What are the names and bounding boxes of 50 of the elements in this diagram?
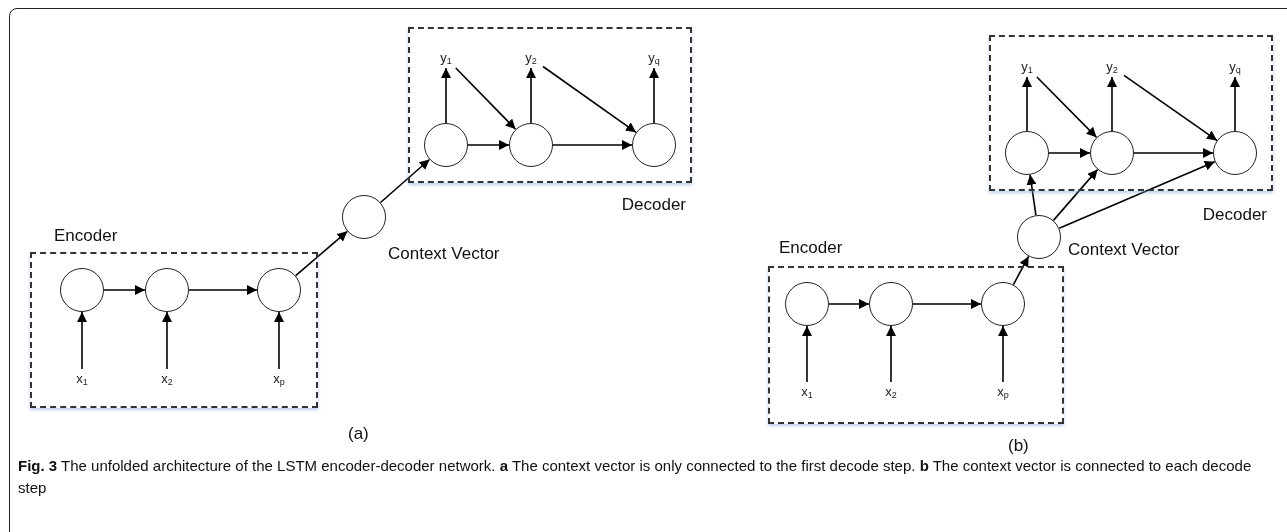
variable-label: x$_{2}$: [885, 384, 897, 400]
variable-label: y$_{1}$: [1021, 59, 1033, 75]
arrow: [274, 311, 284, 370]
group-label: Encoder: [54, 226, 118, 246]
arrow: [162, 311, 172, 370]
arrow: [649, 67, 659, 124]
arrow: [886, 325, 896, 383]
variable-label: x$_{1}$: [76, 371, 88, 387]
figure-caption: Fig. 3 The unfolded architecture of the LSTM encoder-decoder network. a The context vector is only connected to the first decode step. b The context vector is connected to each decode step: [18, 456, 1253, 498]
arrow: [912, 299, 982, 309]
variable-label: x$_{p}$: [997, 384, 1009, 400]
variable-label: y$_{2}$: [1106, 59, 1118, 75]
arrow: [77, 311, 87, 370]
variable-label: y$_{1}$: [440, 50, 452, 66]
arrow: [828, 299, 870, 309]
group-label: Encoder: [779, 238, 843, 258]
arrow: [1052, 168, 1099, 222]
arrow: [552, 140, 633, 150]
arrow: [1048, 148, 1091, 158]
arrow: [294, 230, 349, 277]
panel-label: (a): [348, 424, 369, 444]
arrow: [1012, 255, 1030, 286]
variable-label: x$_{1}$: [801, 384, 813, 400]
arrow: [998, 325, 1008, 383]
arrow: [1022, 76, 1032, 132]
arrow: [188, 285, 258, 295]
arrow: [802, 325, 812, 383]
variable-label: x$_{2}$: [161, 371, 173, 387]
variable-label: x$_{p}$: [273, 371, 285, 387]
arrow: [1123, 74, 1218, 142]
arrow: [467, 140, 510, 150]
node-caption: Context Vector: [388, 244, 500, 264]
arrow: [1230, 76, 1240, 132]
variable-label: y$_{2}$: [525, 50, 537, 66]
group-label: Decoder: [621, 195, 686, 215]
arrow: [1026, 174, 1037, 216]
variable-label: y$_{q}$: [1229, 59, 1241, 75]
arrow: [526, 67, 536, 124]
group-label: Decoder: [1202, 205, 1267, 225]
node-caption: Context Vector: [1068, 240, 1180, 260]
arrow: [1133, 148, 1214, 158]
panel-label: (b): [1008, 436, 1029, 456]
arrow: [542, 65, 637, 134]
arrow: [441, 67, 451, 124]
arrow: [454, 67, 517, 131]
arrow: [1107, 76, 1117, 132]
arrow: [103, 285, 146, 295]
arrow: [1036, 76, 1098, 139]
arrow: [379, 158, 431, 204]
variable-label: y$_{q}$: [648, 50, 660, 66]
